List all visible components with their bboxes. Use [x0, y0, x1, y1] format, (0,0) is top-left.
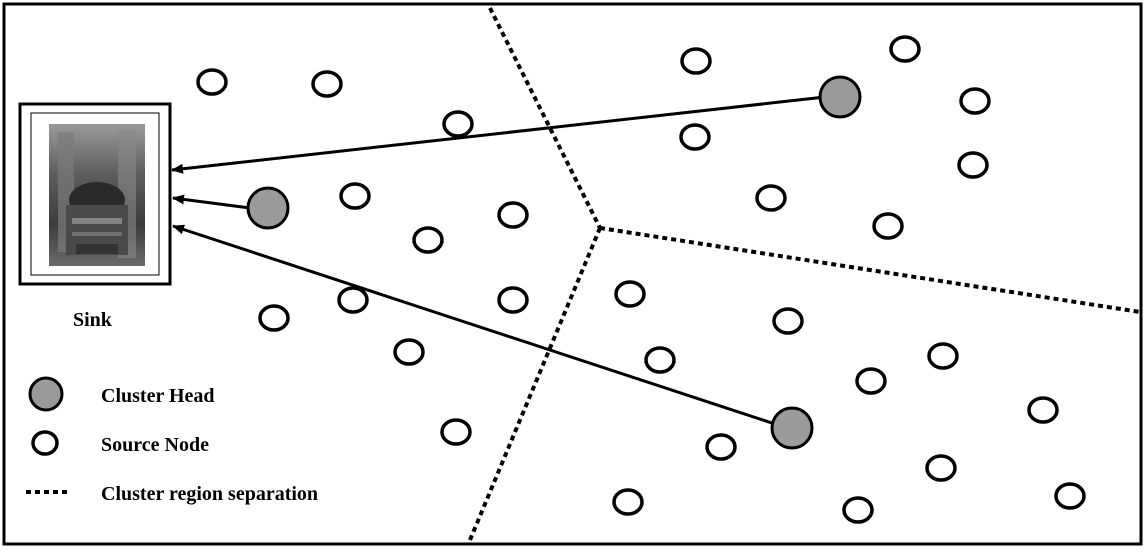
- source-node: [440, 418, 472, 446]
- source-node: [889, 35, 921, 63]
- source-node: [959, 87, 991, 115]
- source-node: [1027, 396, 1059, 424]
- source-node: [612, 488, 644, 516]
- sink-image: [49, 124, 145, 266]
- cluster-head: [246, 186, 290, 230]
- source-node: [1054, 482, 1086, 510]
- source-node: [855, 367, 887, 395]
- source-node: [311, 70, 343, 98]
- legend: Cluster Head Source Node Cluster region …: [26, 376, 318, 505]
- legend-cluster-head-symbol: [28, 376, 64, 412]
- arrow-left-cluster-to-sink: [172, 194, 251, 210]
- separation-line-right: [599, 226, 1141, 314]
- legend-source-node-label: Source Node: [101, 434, 209, 456]
- separation-line-bottom: [468, 227, 602, 541]
- source-node: [679, 123, 711, 151]
- legend-separation-label: Cluster region separation: [101, 483, 318, 505]
- source-node: [842, 496, 874, 524]
- separation-line-top: [488, 7, 602, 229]
- arrow-bottom-cluster-to-sink: [172, 224, 779, 427]
- sink-label: Sink: [73, 309, 113, 331]
- source-node: [644, 346, 676, 374]
- source-node: [497, 286, 529, 314]
- source-node: [337, 286, 369, 314]
- source-node: [442, 110, 474, 138]
- sink: Sink: [18, 102, 172, 331]
- source-node: [614, 280, 646, 308]
- source-node: [497, 201, 529, 229]
- source-node: [412, 226, 444, 254]
- source-node: [755, 184, 787, 212]
- source-nodes: [196, 35, 1086, 524]
- cluster-heads: [246, 75, 862, 450]
- legend-item-separation: Cluster region separation: [26, 483, 318, 505]
- cluster-head: [818, 75, 862, 119]
- cluster-head: [770, 406, 814, 450]
- source-node: [957, 151, 989, 179]
- source-node: [680, 47, 712, 75]
- source-node: [258, 304, 290, 332]
- source-node: [925, 454, 957, 482]
- transmission-arrows: [171, 95, 826, 427]
- source-node: [393, 338, 425, 366]
- source-node: [196, 68, 228, 96]
- cluster-separations: [468, 7, 1141, 541]
- source-node: [772, 307, 804, 335]
- legend-item-cluster-head: Cluster Head: [28, 376, 215, 412]
- source-node: [705, 433, 737, 461]
- source-node: [927, 342, 959, 370]
- arrow-top-cluster-to-sink: [171, 95, 826, 174]
- legend-cluster-head-label: Cluster Head: [101, 385, 215, 407]
- source-node: [872, 212, 904, 240]
- legend-source-node-symbol: [31, 430, 59, 456]
- source-node: [339, 182, 371, 210]
- legend-item-source-node: Source Node: [31, 430, 209, 456]
